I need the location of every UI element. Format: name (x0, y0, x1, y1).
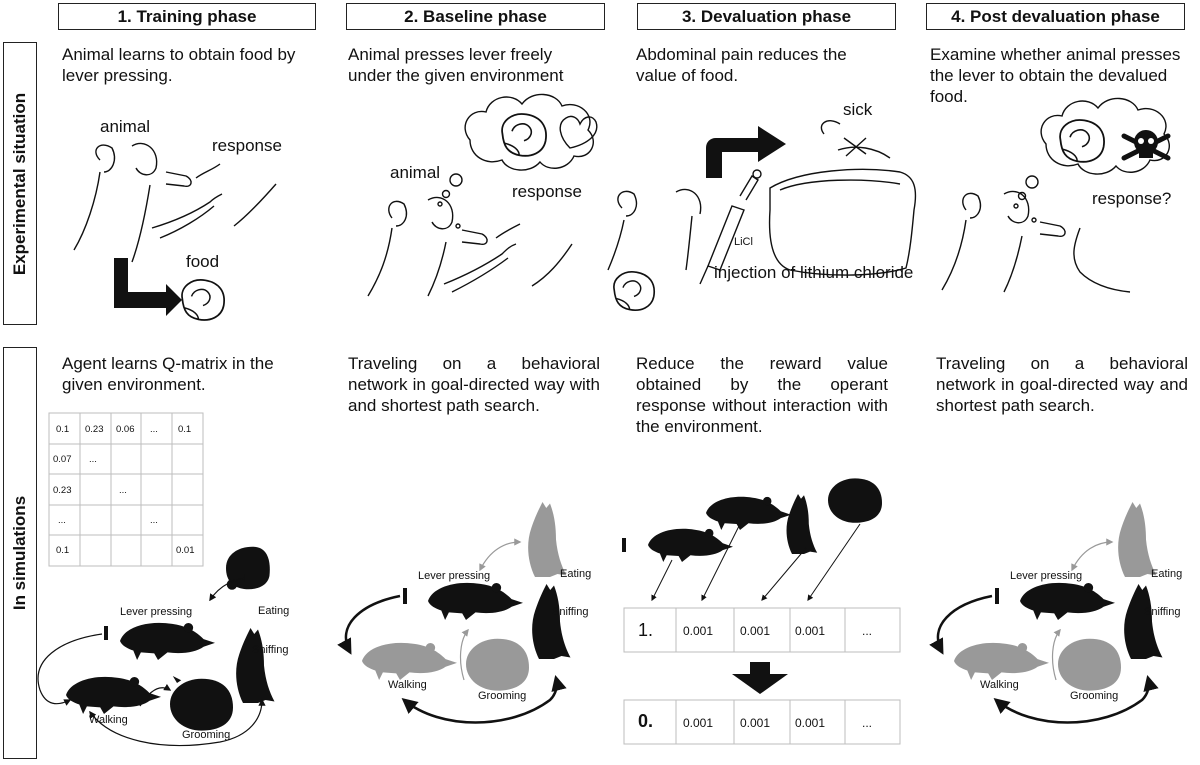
phase-2-lever-label: Lever pressing (418, 570, 491, 582)
phase-1-network-edges (37, 574, 266, 747)
phase-1-network-silhouettes (66, 546, 275, 731)
phase-2-grooming-label: Grooming (478, 690, 527, 702)
phase-1-response-label: response (212, 136, 282, 155)
q-row-before-cell: 0.001 (683, 624, 714, 638)
phase-3-injected-animal (607, 169, 762, 285)
phase-1-animal-sketch (73, 142, 277, 263)
phase-1-arrow (114, 258, 182, 316)
q-cell: 0.1 (56, 424, 70, 435)
phase-2-simulation-text: Traveling on a behavioral network in goa… (348, 354, 600, 415)
q-cell: ... (150, 515, 158, 526)
q-row-after-cell: 0.001 (740, 716, 771, 730)
phase-2-eating-label: Eating (560, 568, 592, 580)
skull-crossbones-icon (1121, 130, 1171, 161)
q-cell: 0.01 (176, 545, 195, 556)
phase-4-simulation-text: Traveling on a behavioral network in goa… (936, 354, 1188, 415)
q-cell: ... (150, 424, 158, 435)
phase-3-silhouettes (648, 478, 882, 562)
q-cell: ... (89, 454, 97, 465)
phase-1-simulation-text: Agent learns Q-matrix in the given envir… (62, 354, 274, 394)
q-row-after-cell: 0. (638, 711, 654, 731)
phase-1-food-icon (181, 279, 225, 321)
phase-3-sick-label: sick (843, 100, 873, 119)
phase-2-walking-label: Walking (388, 679, 427, 691)
q-row-before-cell: 0.001 (740, 624, 771, 638)
phase-1-animal-label: animal (100, 117, 151, 136)
q-cell: 0.06 (116, 424, 135, 435)
q-cell: ... (119, 485, 127, 496)
q-row-before-cell: 0.001 (795, 624, 826, 638)
q-cell: 0.23 (85, 424, 104, 435)
phase-3-mapping-arrows (651, 523, 861, 602)
q-row-before-cell: ... (862, 624, 873, 638)
phase-4-experiment-text: Examine whether animal presses the lever… (930, 45, 1181, 106)
phase-1-eating-label: Eating (258, 605, 290, 617)
phase-4-eating-label: Eating (1151, 568, 1183, 580)
q-cell: 0.23 (53, 485, 72, 496)
phase-1-walking-label: Walking (89, 714, 128, 726)
phase-4-lever-label: Lever pressing (1010, 570, 1083, 582)
phase-3-title: 3. Devaluation phase (637, 3, 896, 30)
phase-1-experiment-text: Animal learns to obtain food by lever pr… (62, 45, 296, 85)
phase-1-title: 1. Training phase (58, 3, 316, 30)
q-row-before-grid (623, 607, 901, 653)
phase-4-sniffing-label: Sniffing (1144, 606, 1181, 618)
phase-4-response-label: response? (1092, 189, 1172, 208)
phase-3-simulation-text: Reduce the reward value obtained by the … (636, 354, 888, 436)
phase-3-sick-animal (768, 120, 917, 276)
q-row-after-cell: ... (862, 716, 873, 730)
phase-2-animal-label: animal (390, 163, 441, 182)
phase-3-food-icon (613, 271, 656, 311)
q-row-after-grid (623, 699, 901, 745)
phase-2-network-edges (337, 538, 567, 724)
phase-1-food-label: food (186, 252, 220, 271)
q-cell: 0.1 (178, 424, 192, 435)
phase-3-experiment-text: Abdominal pain reduces the value of food… (636, 45, 847, 85)
phase-3-arrow (706, 126, 786, 178)
phase-1-lever-label: Lever pressing (120, 606, 193, 618)
phase-2-experiment-text: Animal presses lever freely under the gi… (348, 45, 564, 85)
phase-2-animal-sketch (367, 196, 573, 297)
phase-4-title: 4. Post devaluation phase (926, 3, 1185, 30)
phase-4-grooming-label: Grooming (1070, 690, 1119, 702)
down-arrow-icon (732, 662, 788, 694)
phase-4-walking-label: Walking (980, 679, 1019, 691)
phase-4-animal-sketch (941, 190, 1131, 293)
phase-4-network-edges (929, 538, 1159, 724)
row-label-experimental: Experimental situation (3, 42, 37, 325)
q-cell: ... (58, 515, 66, 526)
phase-4-thought-bubble (1013, 97, 1170, 209)
phase-2-sniffing-label: Sniffing (552, 606, 589, 618)
phase-2-thought-food (501, 113, 547, 157)
phase-1-sniffing-label: Sniffing (252, 644, 289, 656)
phase-3-licl-label: LiCl (734, 236, 753, 248)
q-row-after-cell: 0.001 (795, 716, 826, 730)
phase-2-thought-bubble (437, 93, 598, 207)
phase-1-grooming-label: Grooming (182, 729, 231, 741)
q-row-after-cell: 0.001 (683, 716, 714, 730)
phase-2-title: 2. Baseline phase (346, 3, 605, 30)
q-row-before-cell: 1. (638, 620, 654, 640)
q-cell: 0.07 (53, 454, 72, 465)
phase-2-response-label: response (512, 182, 582, 201)
q-matrix-grid (48, 412, 204, 567)
phase-3-injection-label: injection of lithium chloride (714, 263, 914, 282)
row-label-simulation: In simulations (3, 347, 37, 759)
phase-4-thought-food (1059, 119, 1105, 163)
q-cell: 0.1 (56, 545, 70, 556)
